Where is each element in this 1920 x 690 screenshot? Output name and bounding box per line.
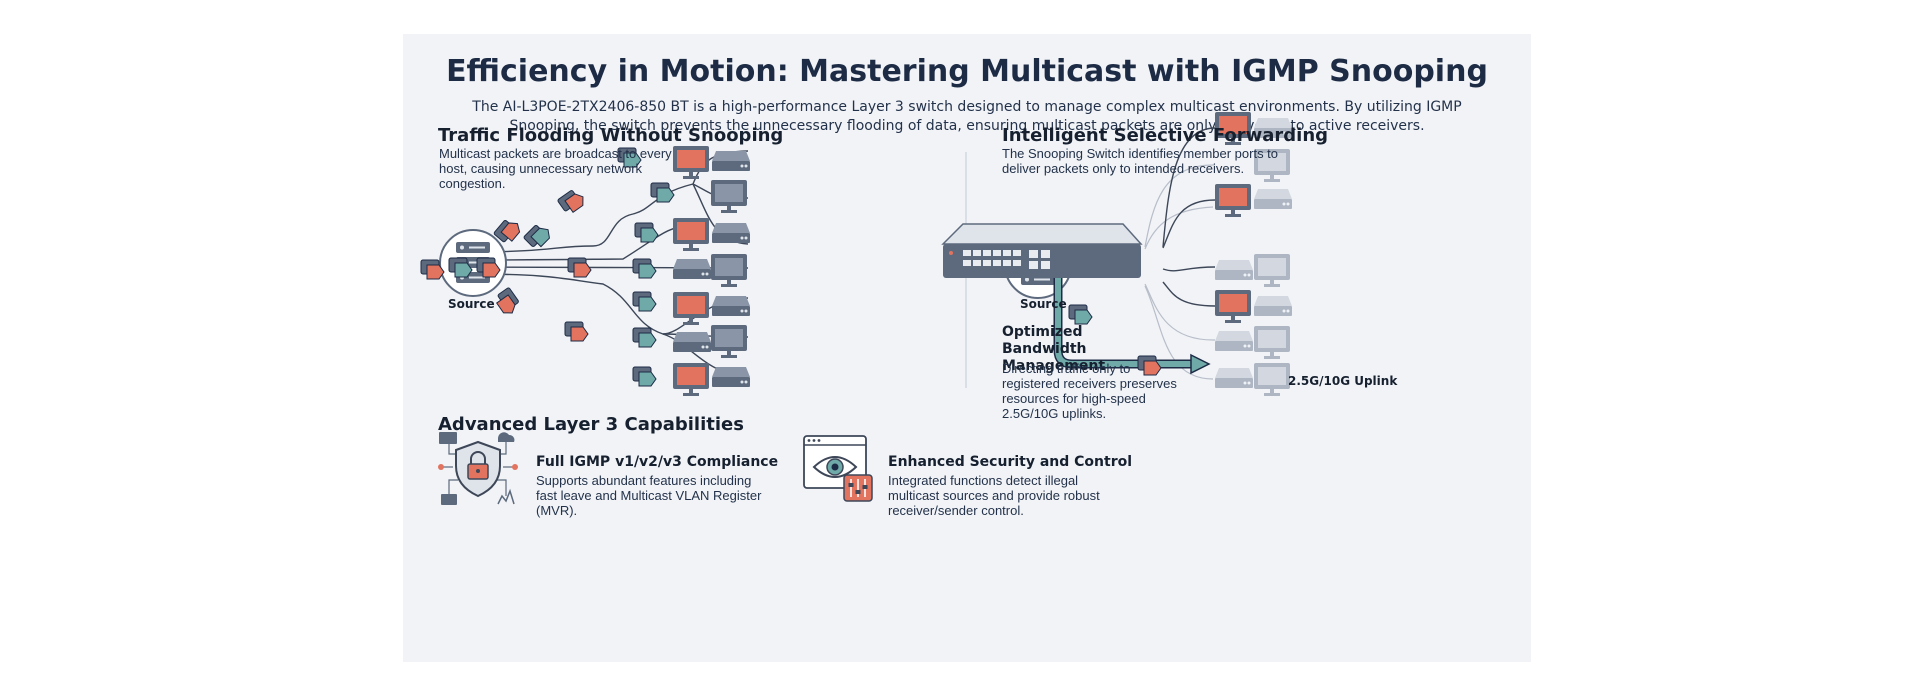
packet-icon: [632, 258, 657, 279]
capabilities-heading: Advanced Layer 3 Capabilities: [438, 414, 744, 435]
monitor-icon: [673, 363, 709, 396]
snooping-diagram: [941, 112, 1292, 396]
packet-icon: [564, 321, 589, 342]
nas-icon: [673, 332, 711, 352]
flooding-diagram: [420, 146, 750, 396]
nas-icon: [1254, 296, 1292, 316]
nas-icon: [673, 259, 711, 279]
packet-icon: [567, 257, 592, 278]
monitor-icon: [1254, 326, 1290, 359]
packet-icon: [556, 186, 588, 217]
packet-icon: [632, 291, 657, 312]
intro-text: The AI-L3POE-2TX2406-850 BT is a high-pe…: [472, 99, 1462, 134]
eye-control-icon: [803, 435, 873, 502]
monitor-icon: [711, 180, 747, 213]
nas-icon: [712, 367, 750, 387]
monitor-icon: [1215, 290, 1251, 323]
nas-icon: [1254, 189, 1292, 209]
source-label: Source: [448, 297, 495, 311]
capability-title: Full IGMP v1/v2/v3 Compliance: [536, 454, 779, 470]
nas-icon: [712, 151, 750, 171]
snooping-switch-icon: [941, 223, 1143, 278]
packet-icon: [632, 366, 657, 387]
forwarding-description: The Snooping Switch identifies member po…: [1002, 146, 1279, 176]
nas-icon: [1215, 368, 1253, 388]
flooding-description: Multicast packets are broadcast to every…: [439, 146, 672, 191]
bandwidth-heading: Optimized Bandwidth Management: [1002, 324, 1106, 374]
uplink-label: 2.5G/10G Uplink: [1288, 374, 1398, 388]
monitor-icon: [1254, 363, 1290, 396]
monitor-icon: [711, 325, 747, 358]
monitor-icon: [1254, 254, 1290, 287]
packet-icon: [1068, 304, 1093, 325]
monitor-icon: [711, 254, 747, 287]
infographic-panel: Efficiency in Motion: Mastering Multicas…: [403, 34, 1531, 662]
page-title: Efficiency in Motion: Mastering Multicas…: [446, 54, 1488, 89]
packet-icon: [632, 327, 657, 348]
bandwidth-text: Directing traffic only to registered rec…: [1002, 361, 1177, 421]
packet-icon: [634, 222, 659, 243]
source-label: Source: [1020, 297, 1067, 311]
capability-text: Supports abundant features including fas…: [536, 473, 762, 518]
shield-lock-icon: [438, 432, 518, 505]
flooding-heading: Traffic Flooding Without Snooping: [438, 125, 784, 146]
nas-icon: [712, 296, 750, 316]
forwarding-heading: Intelligent Selective Forwarding: [1002, 125, 1329, 146]
nas-icon: [712, 223, 750, 243]
nas-icon: [1215, 260, 1253, 280]
capability-text: Integrated functions detect illegal mult…: [888, 473, 1100, 518]
packet-icon: [492, 286, 523, 318]
nas-icon: [1215, 331, 1253, 351]
monitor-icon: [1215, 184, 1251, 217]
monitor-icon: [673, 292, 709, 325]
network-diagrams: [420, 112, 1292, 505]
packet-icon: [522, 220, 554, 252]
capability-title: Enhanced Security and Control: [888, 454, 1133, 470]
monitor-icon: [673, 218, 709, 251]
